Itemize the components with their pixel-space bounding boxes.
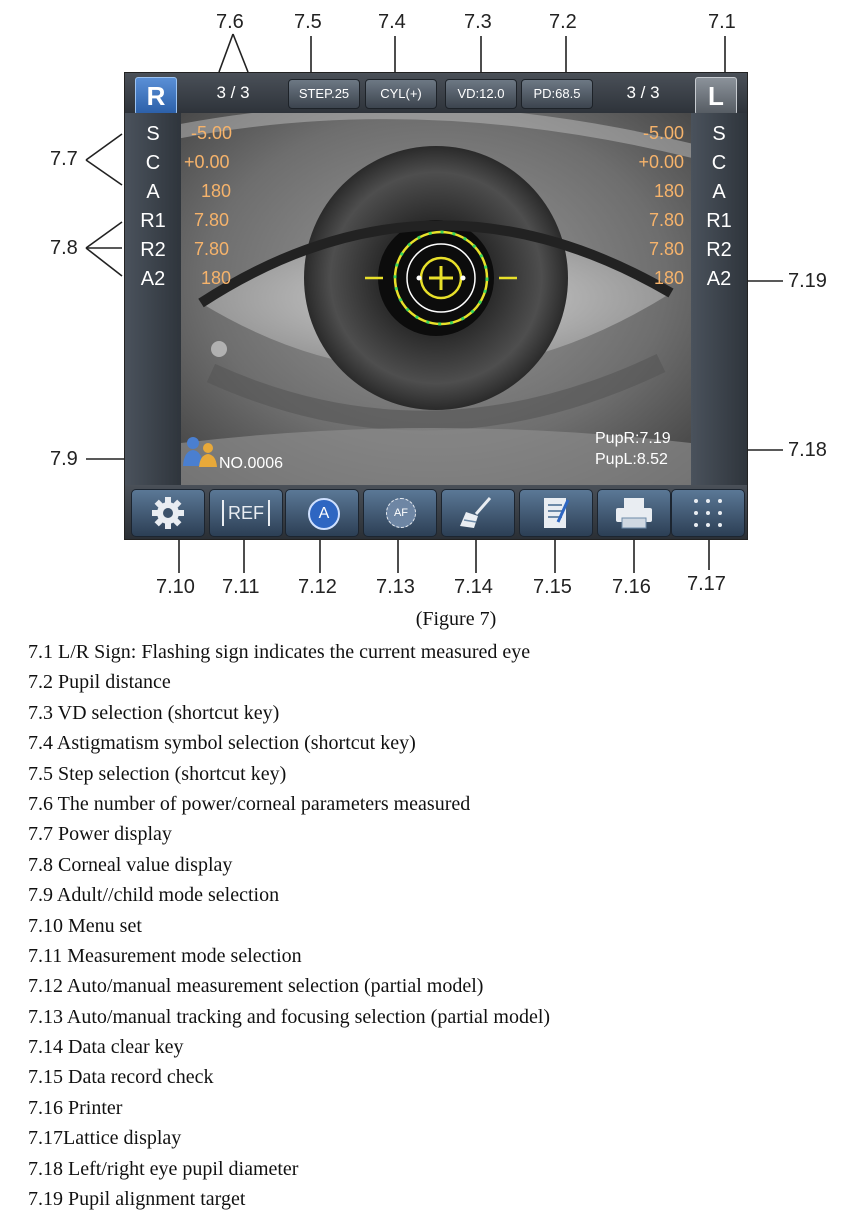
right-label-column: S C A R1 R2 A2 [691, 113, 747, 485]
top-bar: R 3 / 3 STEP.25 CYL(+) VD:12.0 PD:68.5 3… [125, 73, 747, 115]
menu-settings-button[interactable] [131, 489, 205, 537]
callout-7-14: 7.14 [454, 576, 493, 598]
adult-child-mode-icon[interactable] [183, 436, 219, 468]
label-a: A [146, 181, 160, 203]
figure-caption: (Figure 7) [415, 608, 497, 630]
callout-7-2: 7.2 [549, 11, 577, 33]
left-eye-sign[interactable]: L [695, 77, 737, 115]
auto-a-icon: A [308, 498, 340, 530]
label-r1: R1 [140, 210, 166, 232]
legend-item: 7.13 Auto/manual tracking and focusing s… [28, 1005, 551, 1028]
callout-7-7: 7.7 [50, 148, 78, 170]
bottom-toolbar: REF A AF [125, 485, 747, 539]
vd-button[interactable]: VD:12.0 [445, 79, 517, 109]
legend-item: 7.14 Data clear key [28, 1036, 184, 1059]
legend-item: 7.7 Power display [28, 823, 172, 846]
auto-manual-measure-button[interactable]: A [285, 489, 359, 537]
ref-label: REF [228, 503, 264, 523]
label-c: C [145, 152, 161, 174]
data-clear-button[interactable] [441, 489, 515, 537]
callout-7-10: 7.10 [156, 576, 195, 598]
legend-item: 7.9 Adult//child mode selection [28, 884, 280, 907]
data-record-check-button[interactable] [519, 489, 593, 537]
left-r1-value: 7.80 [648, 210, 684, 230]
right-s-value: -5.00 [191, 123, 233, 143]
callout-7-12: 7.12 [298, 576, 337, 598]
auto-tracking-focus-button[interactable]: AF [363, 489, 437, 537]
legend-item: 7.4 Astigmatism symbol selection (shortc… [28, 732, 416, 755]
label-r2: R2 [706, 239, 732, 261]
legend-item: 7.2 Pupil distance [28, 671, 171, 694]
right-eye-sign[interactable]: R [135, 77, 177, 115]
legend-item: 7.8 Corneal value display [28, 853, 233, 876]
right-c-value: +0.00 [184, 152, 230, 172]
step-button[interactable]: STEP.25 [288, 79, 360, 109]
pupil-diameter-left: PupL:8.52 [595, 451, 668, 468]
left-a2-value: 180 [653, 268, 684, 288]
callout-7-6: 7.6 [216, 11, 244, 33]
label-a: A [712, 181, 726, 203]
lattice-display-button[interactable] [671, 489, 745, 537]
label-a2: A2 [140, 268, 166, 290]
callout-7-15: 7.15 [533, 576, 572, 598]
patient-number: NO.0006 [219, 455, 284, 472]
legend-item: 7.15 Data record check [28, 1066, 214, 1089]
label-r2: R2 [140, 239, 166, 261]
printer-icon [616, 498, 652, 529]
measurement-mode-button[interactable]: REF [209, 489, 283, 537]
pupil-diameter-right: PupR:7.19 [595, 430, 671, 447]
right-r1-value: 7.80 [194, 210, 230, 230]
printer-button[interactable] [597, 489, 671, 537]
legend-item: 7.6 The number of power/corneal paramete… [28, 792, 471, 815]
legend-item: 7.12 Auto/manual measurement selection (… [28, 975, 484, 998]
left-a-value: 180 [653, 181, 684, 201]
legend-item: 7.5 Step selection (shortcut key) [28, 762, 287, 785]
left-c-value: +0.00 [638, 152, 684, 172]
callout-7-11: 7.11 [222, 576, 260, 598]
legend-item: 7.17Lattice display [28, 1127, 182, 1150]
callout-7-17: 7.17 [687, 573, 726, 595]
notepad-icon [544, 498, 570, 528]
right-a2-value: 180 [201, 268, 232, 288]
legend-item: 7.1 L/R Sign: Flashing sign indicates th… [28, 641, 531, 663]
callout-7-9: 7.9 [50, 448, 78, 470]
callout-7-4: 7.4 [378, 11, 406, 33]
cyl-button[interactable]: CYL(+) [365, 79, 437, 109]
label-s: S [146, 123, 160, 145]
callout-7-8: 7.8 [50, 237, 78, 259]
af-icon: AF [386, 498, 416, 528]
callout-7-19: 7.19 [788, 270, 827, 292]
legend-item: 7.18 Left/right eye pupil diameter [28, 1157, 299, 1180]
legend-item: 7.19 Pupil alignment target [28, 1188, 246, 1211]
callout-7-1: 7.1 [708, 11, 736, 33]
legend-item: 7.10 Menu set [28, 914, 142, 937]
grid-dots-icon [694, 499, 722, 527]
legend-item: 7.11 Measurement mode selection [28, 944, 302, 967]
pupil-alignment-target [365, 230, 517, 326]
right-measure-count: 3 / 3 [216, 83, 250, 102]
callout-7-18: 7.18 [788, 439, 827, 461]
left-r2-value: 7.80 [648, 239, 684, 259]
callout-7-3: 7.3 [464, 11, 492, 33]
broom-icon [460, 497, 492, 528]
right-r2-value: 7.80 [194, 239, 230, 259]
label-c: C [711, 152, 727, 174]
callout-7-16: 7.16 [612, 576, 651, 598]
callout-7-5: 7.5 [294, 11, 322, 33]
label-a2: A2 [706, 268, 732, 290]
label-s: S [712, 123, 726, 145]
legend-item: 7.16 Printer [28, 1096, 123, 1119]
left-measure-count: 3 / 3 [626, 83, 660, 102]
device-screen: R 3 / 3 STEP.25 CYL(+) VD:12.0 PD:68.5 3… [124, 72, 748, 540]
callout-7-13: 7.13 [376, 576, 415, 598]
gear-icon [152, 497, 184, 529]
left-label-column: S C A R1 R2 A2 [125, 113, 181, 485]
pd-button[interactable]: PD:68.5 [521, 79, 593, 109]
left-s-value: -5.00 [642, 123, 684, 143]
legend-item: 7.3 VD selection (shortcut key) [28, 701, 280, 724]
eye-camera-view: -5.00 +0.00 180 7.80 7.80 180 -5.00 +0.0… [181, 113, 691, 485]
legend-list: 7.1 L/R Sign: Flashing sign indicates th… [28, 637, 550, 1214]
label-r1: R1 [706, 210, 732, 232]
right-a-value: 180 [201, 181, 232, 201]
